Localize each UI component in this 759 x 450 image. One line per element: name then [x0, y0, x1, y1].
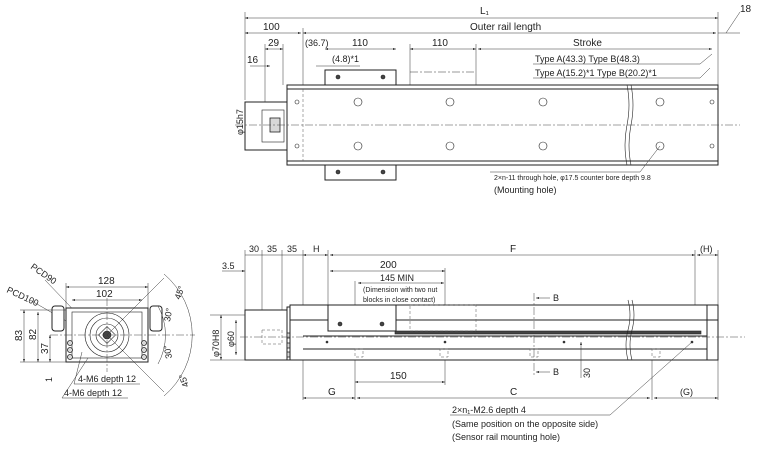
- note-145-line2: blocks in close contact): [363, 297, 435, 304]
- mounting-holes: [294, 97, 715, 151]
- dim-110-pitch: 110: [432, 38, 448, 49]
- outer-rail-length: Outer rail length: [470, 22, 541, 33]
- pcd90-label: PCD90: [29, 261, 59, 286]
- dim-1: 1: [44, 377, 54, 382]
- dim-F: F: [510, 244, 516, 255]
- angle-30-top: 30°: [162, 307, 174, 323]
- dim-30-vertical: 30: [582, 368, 592, 378]
- dim-18: 18: [740, 4, 752, 15]
- carriage-bottom: [324, 164, 397, 181]
- dim-35-a: 35: [267, 244, 277, 254]
- carriage-top: [324, 69, 397, 86]
- stroke-label: Stroke: [573, 38, 602, 49]
- dim-82: 82: [28, 328, 39, 340]
- dia-70-h8: φ70H8: [211, 330, 221, 357]
- dim-G-paren: (G): [680, 387, 693, 397]
- section-B-bottom: B: [553, 367, 559, 377]
- section-B-top: B: [553, 293, 559, 303]
- sensor-hole-note-label: (Sensor rail mounting hole): [452, 432, 560, 442]
- dim-16: 16: [247, 55, 259, 66]
- dim-H: H: [313, 244, 320, 254]
- motor-block: [244, 101, 288, 151]
- angle-30-bottom: 30°: [162, 344, 174, 360]
- mounting-hole-label: (Mounting hole): [494, 185, 557, 195]
- nut-block: [327, 304, 397, 332]
- type-ab-dim-2: Type A(15.2)*1 Type B(20.2)*1: [535, 68, 657, 78]
- end-view: 128 102 PCD90 PCD100 83 82 37 1 45°: [5, 261, 195, 399]
- angle-45-top: 45°: [172, 284, 186, 301]
- dim-102: 102: [96, 289, 113, 300]
- sensor-hole-note-opposite: (Same position on the opposite side): [452, 419, 598, 429]
- type-ab-dim-1: Type A(43.3) Type B(48.3): [535, 54, 640, 64]
- dim-30: 30: [249, 244, 259, 254]
- dim-128: 128: [98, 276, 115, 287]
- dim-83: 83: [14, 329, 25, 341]
- angle-45-bottom: 45°: [177, 372, 191, 389]
- mounting-hole-note: 2×n-11 through hole, φ17.5 counter bore …: [494, 175, 651, 182]
- dim-100: 100: [263, 22, 280, 33]
- dia-60: φ60: [226, 331, 236, 347]
- motor-side: [244, 309, 288, 361]
- dim-110-carriage: 110: [352, 38, 368, 49]
- tap-note-1: 4-M6 depth 12: [78, 374, 136, 384]
- note-145-line1: (Dimension with two nut: [363, 287, 437, 294]
- shaft-diameter: φ15h7: [235, 109, 245, 135]
- pcd100-label: PCD100: [5, 285, 40, 308]
- dim-H-paren: (H): [700, 244, 713, 254]
- dim-C: C: [510, 387, 517, 398]
- dim-200: 200: [380, 260, 397, 271]
- dim-G: G: [328, 387, 336, 398]
- dim-150: 150: [390, 371, 407, 382]
- dim-L1: L₁: [480, 6, 490, 17]
- dim-35-b: 35: [287, 244, 297, 254]
- dim-3-5: 3.5: [222, 261, 235, 271]
- top-view: L₁ 18 100 Outer rail length 29 (36.7) 11…: [235, 4, 752, 195]
- tap-note-2: 4-M6 depth 12: [64, 388, 122, 398]
- dim-36-7: (36.7): [305, 38, 329, 48]
- sensor-hole-note: 2×n₁-M2.6 depth 4: [452, 405, 526, 415]
- dim-37: 37: [40, 342, 51, 354]
- side-view: 3.5 30 35 35 H F (H) 200 145 MIN (Dimens…: [210, 244, 745, 442]
- dim-145-min: 145 MIN: [380, 273, 414, 283]
- dim-4-8: (4.8)*1: [332, 54, 359, 64]
- dim-29: 29: [268, 38, 280, 49]
